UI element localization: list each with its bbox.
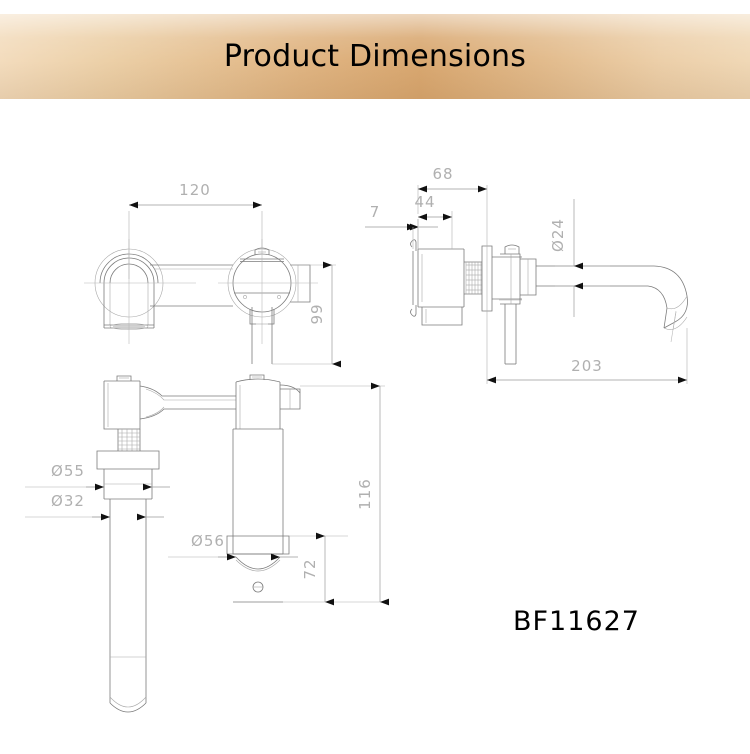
side-view-cartridge — [410, 239, 465, 326]
side-view-valve-body — [492, 244, 537, 365]
dimension-diameter-32: Ø32 — [25, 492, 164, 521]
dimension-label-44: 44 — [414, 193, 435, 211]
side-view-thread — [464, 261, 482, 295]
dimension-diameter-24: Ø24 — [549, 199, 610, 317]
dimension-203: 203 — [486, 245, 688, 384]
view-top: 120 99 — [84, 181, 341, 368]
technical-drawing-canvas: 120 99 — [0, 99, 750, 754]
dimension-label-99: 99 — [308, 303, 326, 324]
top-view-outlet — [84, 239, 196, 344]
dimension-72: 72 — [283, 532, 348, 606]
dimension-99: 99 — [272, 261, 341, 368]
dimension-label-68: 68 — [432, 165, 453, 183]
page-title: Product Dimensions — [223, 38, 527, 74]
dimension-120: 120 — [128, 181, 263, 279]
front-view-arm — [139, 385, 236, 420]
dimension-label-7: 7 — [370, 203, 381, 221]
dimension-68: 68 — [417, 165, 488, 245]
dimension-diameter-56: Ø56 — [168, 532, 298, 561]
dimension-label-diameter-55: Ø55 — [51, 462, 85, 480]
dimension-label-diameter-32: Ø32 — [51, 492, 85, 510]
dimension-label-120: 120 — [179, 181, 211, 199]
front-view-outlet-body — [96, 375, 160, 713]
side-view-flange — [481, 245, 493, 312]
dimension-44: 44 — [414, 193, 453, 249]
side-view-spout — [536, 265, 688, 343]
front-view-valve-body — [226, 374, 301, 603]
top-view-valve-body — [218, 239, 318, 364]
dimension-label-116: 116 — [356, 478, 374, 510]
dimension-label-diameter-24: Ø24 — [549, 218, 567, 252]
model-code-label: BF11627 — [513, 606, 640, 637]
dimension-label-diameter-56: Ø56 — [191, 532, 225, 550]
view-side: 7 44 68 Ø24 203 — [365, 165, 688, 384]
dimension-diameter-55: Ø55 — [25, 462, 170, 491]
dimension-label-203: 203 — [571, 357, 603, 375]
view-front: Ø55 Ø32 Ø56 72 116 — [25, 374, 389, 713]
dimension-116: 116 — [300, 382, 389, 606]
top-view-arm — [150, 264, 233, 307]
dimension-label-72: 72 — [301, 558, 319, 579]
product-dimensions-header: Product Dimensions — [0, 14, 750, 99]
